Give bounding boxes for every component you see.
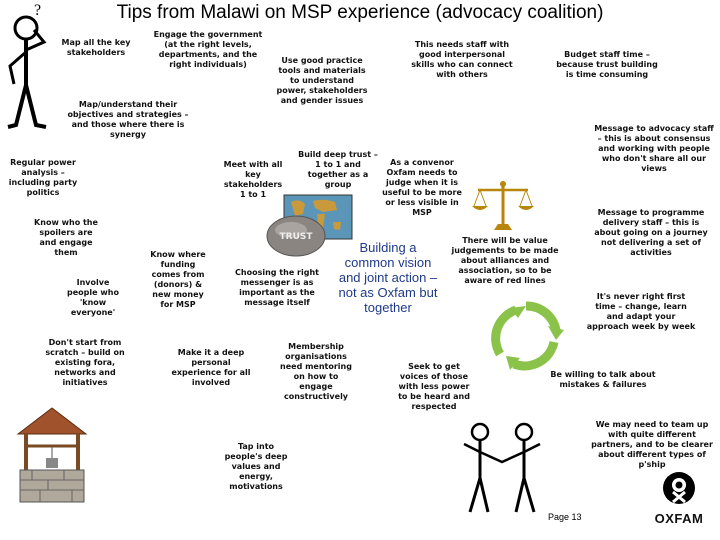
tip-involve-people: Involve people who 'know everyone'	[67, 278, 119, 317]
tip-good-practice-tools: Use good practice tools and materials to…	[276, 56, 368, 105]
oxfam-logo-icon	[663, 472, 695, 504]
handshake-people-icon	[463, 422, 541, 513]
tip-engage-government: Engage the government (at the right leve…	[153, 30, 263, 69]
tip-team-up: We may need to team up with quite differ…	[591, 420, 713, 469]
tip-map-stakeholders: Map all the key stakeholders	[61, 38, 131, 57]
oxfam-logo-text: OXFAM	[654, 511, 704, 526]
building-vision-highlight: Building a common vision and joint actio…	[338, 240, 438, 315]
tip-message-advocacy: Message to advocacy staff – this is abou…	[594, 124, 714, 173]
trust-stone-label: TRUST	[280, 232, 314, 242]
tip-map-objectives: Map/understand their objectives and stra…	[67, 100, 189, 139]
tip-seek-voices: Seek to get voices of those with less po…	[398, 362, 470, 411]
page-number: Page 13	[548, 512, 582, 522]
tip-budget-time: Budget staff time – because trust buildi…	[556, 50, 658, 79]
balance-scale-icon	[472, 181, 534, 230]
tip-deep-trust: Build deep trust – 1 to 1 and together a…	[298, 150, 378, 189]
question-figure-icon: ?	[7, 2, 47, 129]
tip-membership-orgs: Membership organisations need mentoring …	[280, 342, 352, 401]
tip-deep-personal: Make it a deep personal experience for a…	[171, 348, 251, 387]
svg-text:?: ?	[34, 2, 41, 19]
page-title: Tips from Malawi on MSP experience (advo…	[116, 2, 604, 23]
tip-willing-to-talk: Be willing to talk about mistakes & fail…	[550, 370, 656, 389]
trust-stone-icon: TRUST	[266, 215, 326, 257]
tip-know-funding: Know where funding comes from (donors) &…	[150, 250, 206, 309]
tip-right-messenger: Choosing the right messenger is as impor…	[235, 268, 319, 307]
wishing-well-icon	[16, 407, 88, 503]
recycle-arrows-icon	[491, 301, 564, 371]
tip-tap-values: Tap into people's deep values and energy…	[224, 442, 288, 491]
tip-meet-key-stakeholders: Meet with all key stakeholders 1 to 1	[223, 160, 283, 199]
tip-power-analysis: Regular power analysis – including party…	[8, 158, 78, 197]
tip-message-programme: Message to programme delivery staff – th…	[594, 208, 708, 257]
oxfam-logo: OXFAM	[644, 470, 714, 526]
tip-never-first-time: It's never right first time – change, le…	[586, 292, 696, 331]
tip-convenor: As a convenor Oxfam needs to judge when …	[382, 158, 462, 217]
tip-dont-start-scratch: Don't start from scratch – build on exis…	[45, 338, 125, 387]
tip-know-spoilers: Know who the spoilers are and engage the…	[34, 218, 98, 257]
tip-program-staff: This needs staff with good interpersonal…	[411, 40, 513, 79]
tip-value-judgements: There will be value judgements to be mad…	[451, 236, 559, 285]
